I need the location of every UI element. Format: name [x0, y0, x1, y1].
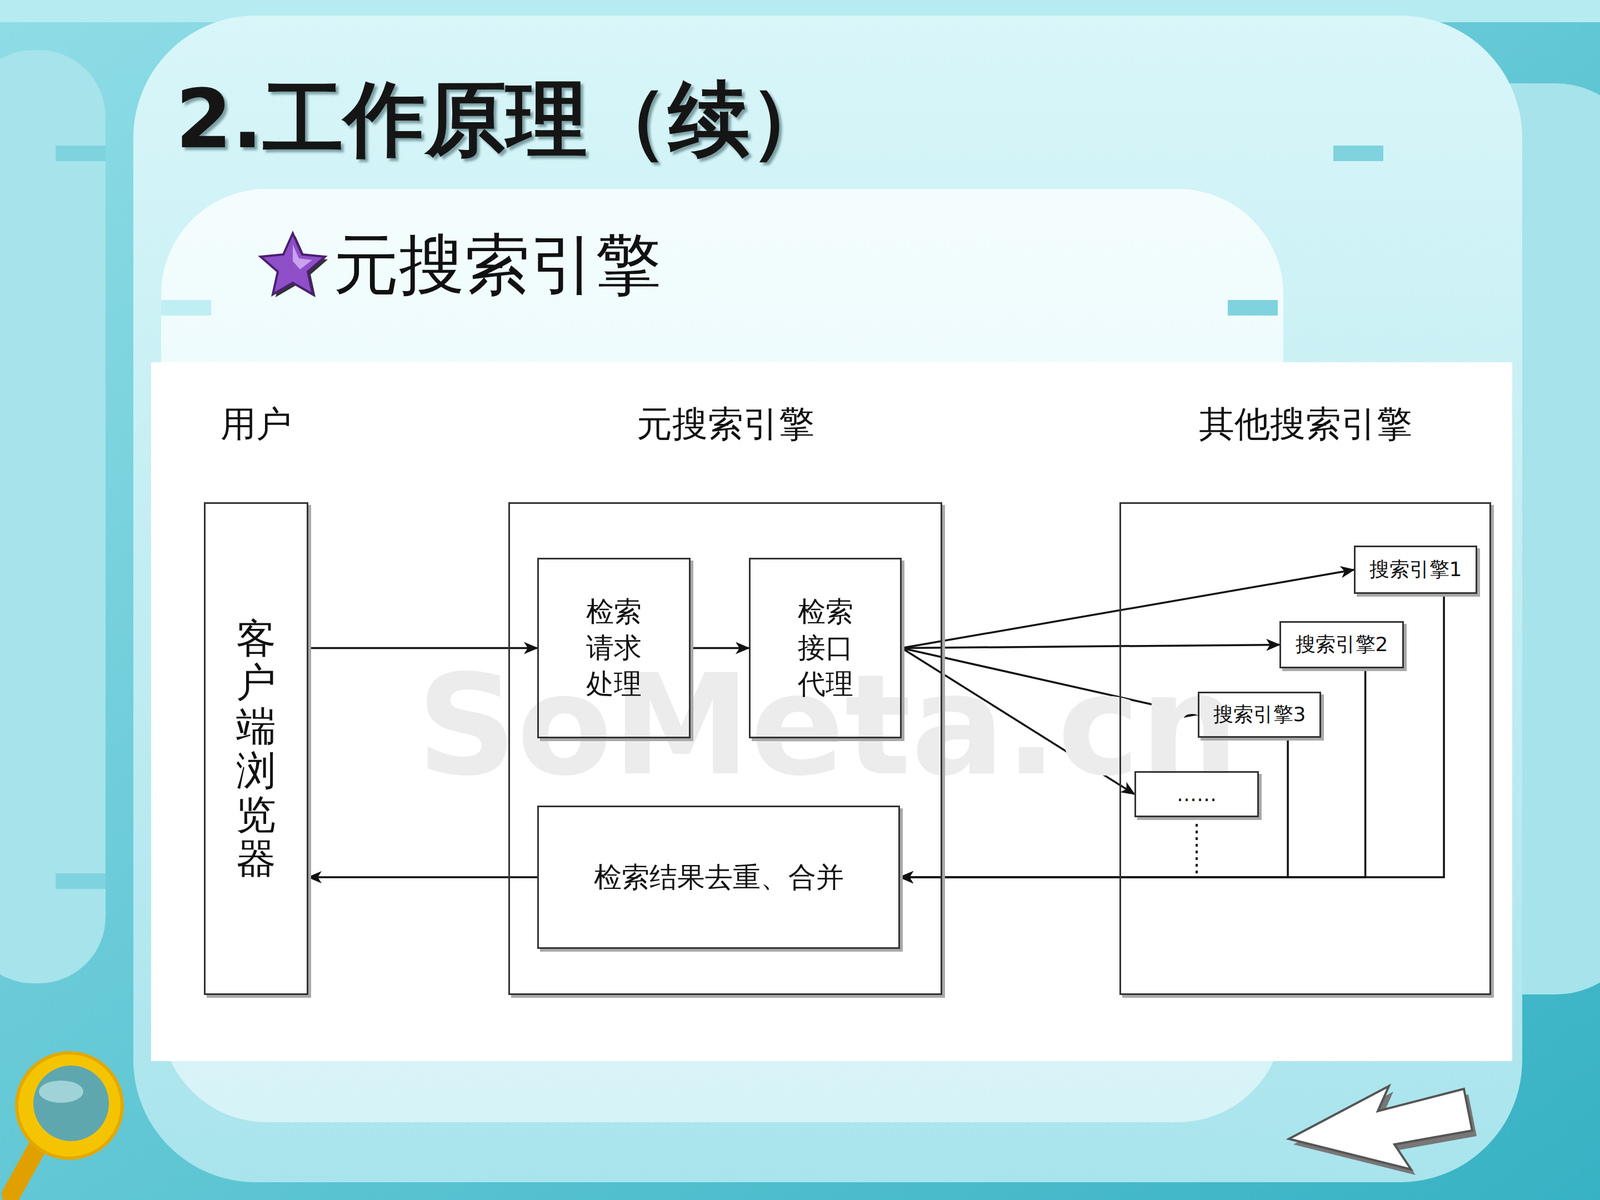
- connector-arrow: [308, 876, 538, 879]
- star-icon: [260, 233, 328, 298]
- back-arrow-icon: [1288, 1086, 1477, 1175]
- engine-label: 搜索引擎2: [1295, 631, 1389, 659]
- engine-label: ……: [1176, 782, 1217, 806]
- connector-arrow: [900, 817, 1197, 878]
- column-heading: 用户: [94, 400, 418, 449]
- engine-box: 搜索引擎1: [1353, 545, 1478, 594]
- box-label: 检索请求处理: [585, 593, 643, 703]
- client-box: 用户客户端浏览器: [203, 502, 309, 995]
- process-box: 检索结果去重、合并: [537, 805, 900, 949]
- vertical-label: 客户端浏览器: [236, 616, 277, 881]
- section-heading: 元搜索引擎: [333, 221, 662, 310]
- engine-label: 搜索引擎1: [1369, 556, 1463, 584]
- engine-box: ……: [1134, 771, 1259, 818]
- column-heading: 元搜索引擎: [398, 400, 1052, 449]
- meta-engine-box: 元搜索引擎检索请求处理检索接口代理检索结果去重、合并: [508, 502, 943, 995]
- engine-label: 搜索引擎3: [1213, 701, 1307, 729]
- process-box: 检索请求处理: [537, 557, 691, 739]
- connector-arrow: [901, 570, 1354, 649]
- box-label: 检索结果去重、合并: [593, 858, 844, 897]
- column-heading: 其他搜索引擎: [1010, 400, 1600, 449]
- engine-box: 搜索引擎3: [1197, 691, 1322, 738]
- process-box: 检索接口代理: [748, 557, 902, 739]
- box-label: 检索接口代理: [796, 593, 854, 703]
- engines-group-box: 其他搜索引擎搜索引擎1搜索引擎2搜索引擎3……: [1119, 502, 1492, 995]
- engine-box: 搜索引擎2: [1279, 621, 1404, 669]
- slide-title: 2.工作原理（续）: [175, 65, 831, 175]
- magnifier-icon: [11, 1052, 123, 1195]
